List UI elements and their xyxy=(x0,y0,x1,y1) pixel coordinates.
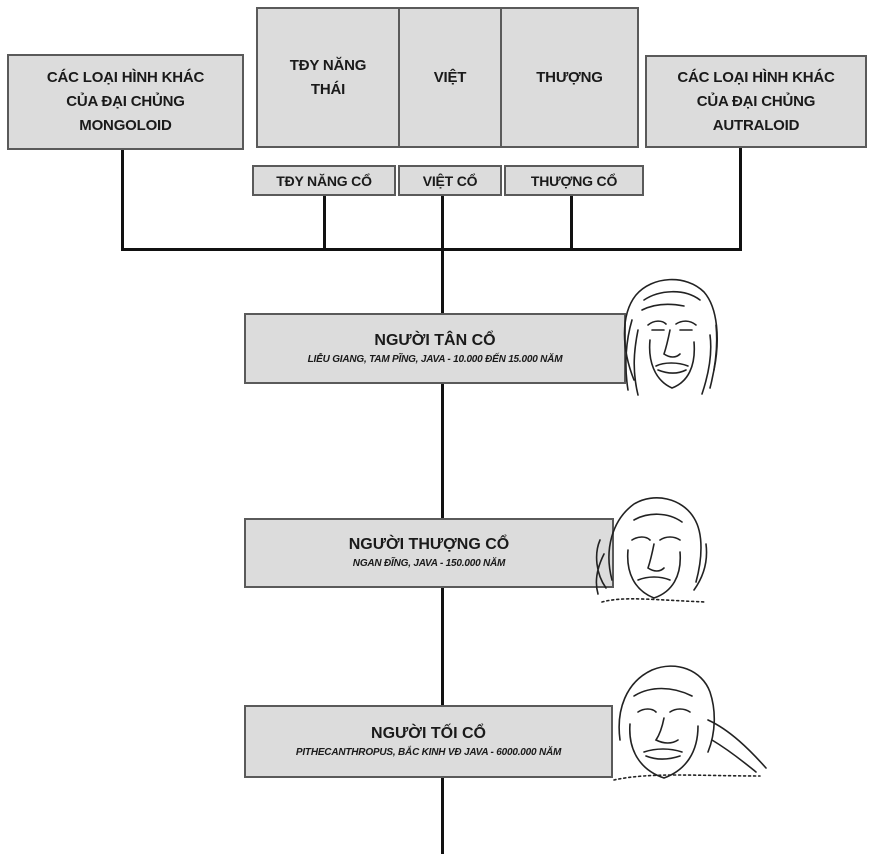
label-thuong: THƯỢNG xyxy=(536,68,603,86)
label-thuong-co: THƯỢNG CỔ xyxy=(530,172,618,189)
ancient-man-face-icon xyxy=(595,497,708,603)
connector-tay-co-down xyxy=(323,196,326,251)
connector-thuong-co-down xyxy=(570,196,573,251)
stage-title: NGƯỜI TÂN CỔ xyxy=(374,331,496,349)
label-autraloid-types: CÁC LOẠI HÌNH KHÁC CỦA ĐẠI CHỦNG AUTRALO… xyxy=(677,68,835,134)
box-tay-nang-thai: TĐY NĂNG THÁI xyxy=(256,7,400,148)
stage-box-neo-ancient: NGƯỜI TÂN CỔ LIỄU GIANG, TAM PĨNG, JAVA … xyxy=(244,313,626,384)
connector-horizontal-bar xyxy=(121,248,742,251)
stage-title: NGƯỜI TỐI CỔ xyxy=(371,724,486,742)
stage-subtitle: NGAN ĐĨNG, JAVA - 150.000 NĂM xyxy=(352,558,506,569)
box-tay-nang-co: TĐY NĂNG CỔ xyxy=(252,165,396,196)
primitive-man-face-icon xyxy=(613,665,767,781)
stage-box-primitive: NGƯỜI TỐI CỔ PITHECANTHROPUS, BẮC KINH V… xyxy=(244,705,613,778)
label-tay-nang-co: TĐY NĂNG CỔ xyxy=(276,172,372,189)
connector-mongoloid-down xyxy=(121,150,124,251)
box-viet: VIỆT xyxy=(398,7,502,148)
label-tay-nang-thai: TĐY NĂNG THÁI xyxy=(289,56,367,98)
box-autraloid-types: CÁC LOẠI HÌNH KHÁC CỦA ĐẠI CHỦNG AUTRALO… xyxy=(645,55,867,148)
stage-subtitle: LIỄU GIANG, TAM PĨNG, JAVA - 10.000 ĐẾN … xyxy=(307,353,563,365)
label-mongoloid-types: CÁC LOẠI HÌNH KHÁC CỦA ĐẠI CHỦNG MONGOLO… xyxy=(46,69,205,134)
box-mongoloid-types: CÁC LOẠI HÌNH KHÁC CỦA ĐẠI CHỦNG MONGOLO… xyxy=(7,54,244,150)
box-viet-co: VIỆT CỔ xyxy=(398,165,502,196)
stage-subtitle: PITHECANTHROPUS, BẮC KINH VĐ JAVA - 6000… xyxy=(295,746,562,758)
label-viet-co: VIỆT CỔ xyxy=(422,172,478,189)
neo-ancient-man-face-icon xyxy=(623,278,718,396)
box-thuong: THƯỢNG xyxy=(500,7,639,148)
label-viet: VIỆT xyxy=(433,68,467,86)
stage-title: NGƯỜI THƯỢNG CỔ xyxy=(348,536,510,553)
box-thuong-co: THƯỢNG CỔ xyxy=(504,165,644,196)
connector-autraloid-down xyxy=(739,148,742,251)
stage-box-ancient: NGƯỜI THƯỢNG CỔ NGAN ĐĨNG, JAVA - 150.00… xyxy=(244,518,614,588)
